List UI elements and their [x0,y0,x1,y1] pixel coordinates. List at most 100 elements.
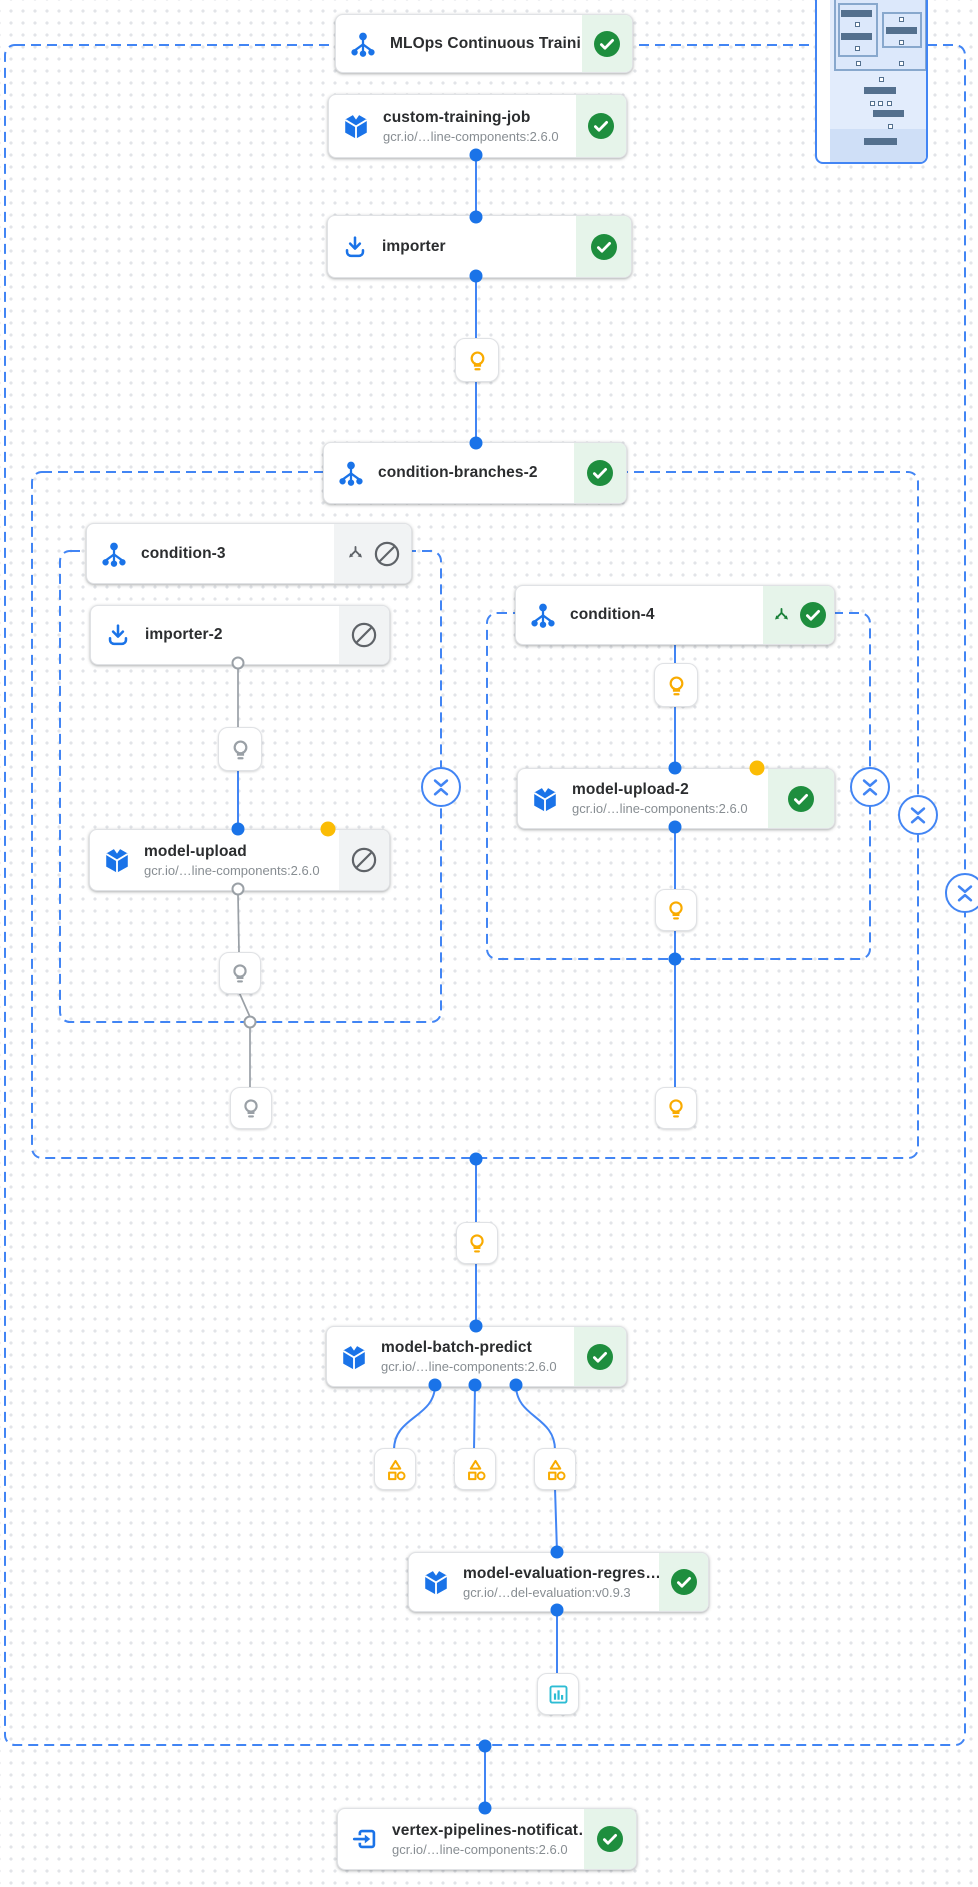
status-succeeded [576,95,626,157]
artifact-parameter[interactable] [455,338,499,382]
minimap-node [873,110,904,117]
node-title: importer [382,237,446,255]
minimap-artifact [879,77,884,82]
status-succeeded [574,443,626,503]
artifact-generic[interactable] [454,1448,496,1490]
check-circle-icon [671,1569,697,1595]
minimap-node [864,87,896,94]
node-subtitle: gcr.io/…line-components:2.6.0 [572,801,748,816]
node-custom-training-job[interactable]: custom-training-job gcr.io/…line-compone… [328,94,627,158]
minimap-node [886,27,917,34]
status-succeeded [574,1327,626,1386]
triangle-square-circle-icon [463,1457,488,1482]
blocked-icon [351,847,377,873]
collapse-condition-3-button[interactable] [421,767,461,807]
node-title: condition-4 [570,606,655,623]
artifact-generic[interactable] [534,1448,576,1490]
node-condition-branches-2[interactable]: condition-branches-2 [323,442,627,504]
container-pipeline-root [4,44,966,1746]
status-succeeded [659,1553,708,1611]
collapse-chevrons-icon [424,770,458,804]
cube-icon [327,1327,381,1386]
dag-icon [336,15,390,72]
collapse-condition-branches-2-button[interactable] [898,795,938,835]
node-condition-4[interactable]: condition-4 [515,585,835,645]
node-vertex-pipelines-notification[interactable]: vertex-pipelines-notificat… gcr.io/…line… [337,1808,637,1870]
artifact-parameter[interactable] [654,663,698,707]
lightbulb-icon [228,737,253,762]
lightbulb-icon [465,348,490,373]
check-circle-icon [594,31,620,57]
node-title: custom-training-job [383,108,531,126]
artifact-metrics[interactable] [537,1673,579,1715]
node-mlops-continuous-training[interactable]: MLOps Continuous Traini… [335,14,633,73]
blocked-icon [374,541,400,567]
lightbulb-icon [228,961,252,985]
minimap-node [841,10,872,17]
download-icon [91,606,145,664]
artifact-parameter[interactable] [655,1087,697,1129]
node-subtitle: gcr.io/…line-components:2.6.0 [392,1841,568,1857]
bar-chart-icon [546,1682,571,1707]
node-model-batch-predict[interactable]: model-batch-predict gcr.io/…line-compone… [326,1326,627,1387]
node-title: model-upload-2 [572,781,689,798]
minimap-node [841,33,872,40]
node-importer-2[interactable]: importer-2 [90,605,390,665]
minimap-node [864,138,897,145]
minimap-artifact [855,46,860,51]
node-title: MLOps Continuous Traini… [390,34,597,52]
dag-icon [87,524,141,583]
status-skipped [339,606,389,664]
branch-arrows-icon [345,543,366,564]
node-subtitle: gcr.io/…del-evaluation:v0.9.3 [463,1584,631,1600]
node-model-evaluation-regression[interactable]: model-evaluation-regres… gcr.io/…del-eva… [408,1552,709,1612]
check-circle-icon [587,460,613,486]
artifact-generic[interactable] [374,1448,416,1490]
collapse-chevrons-icon [948,876,978,910]
cube-icon [518,769,572,828]
minimap-viewport-strip [830,129,926,162]
minimap-artifact [899,61,904,66]
artifact-parameter[interactable] [655,889,697,931]
triangle-square-circle-icon [543,1457,568,1482]
dag-icon [324,443,378,503]
check-circle-icon [591,234,617,260]
check-circle-icon [597,1826,623,1852]
node-importer[interactable]: importer [327,215,632,278]
node-subtitle: gcr.io/…line-components:2.6.0 [144,862,320,878]
check-circle-icon [588,113,614,139]
artifact-parameter-skipped[interactable] [219,952,261,994]
lightbulb-icon [239,1096,263,1120]
artifact-parameter-skipped[interactable] [230,1087,272,1129]
status-succeeded [582,15,632,72]
artifact-parameter-skipped[interactable] [218,727,262,771]
minimap[interactable] [815,0,928,164]
minimap-artifact [855,22,860,27]
minimap-artifact [899,40,904,45]
cube-icon [90,830,144,890]
node-title: vertex-pipelines-notificat… [392,1821,594,1839]
status-succeeded [584,1809,636,1869]
node-title: importer-2 [145,626,223,643]
collapse-pipeline-root-button[interactable] [945,873,978,913]
node-title: model-upload [144,842,247,860]
blocked-icon [351,622,377,648]
node-title: model-evaluation-regres… [463,1564,661,1582]
status-skipped [334,524,411,583]
node-model-upload[interactable]: model-upload gcr.io/…line-components:2.6… [89,829,390,891]
node-model-upload-2[interactable]: model-upload-2 gcr.io/…line-components:2… [517,768,835,829]
lightbulb-icon [664,673,689,698]
status-skipped [339,830,389,890]
node-title: condition-branches-2 [378,464,538,481]
lightbulb-icon [664,898,688,922]
minimap-artifact [878,101,883,106]
minimap-artifact [856,61,861,66]
status-succeeded [768,769,834,828]
download-icon [328,216,382,277]
artifact-parameter[interactable] [456,1222,498,1264]
check-circle-icon [587,1344,613,1370]
check-circle-icon [788,786,814,812]
collapse-condition-4-button[interactable] [850,767,890,807]
node-condition-3[interactable]: condition-3 [86,523,412,584]
cube-icon [329,95,383,157]
